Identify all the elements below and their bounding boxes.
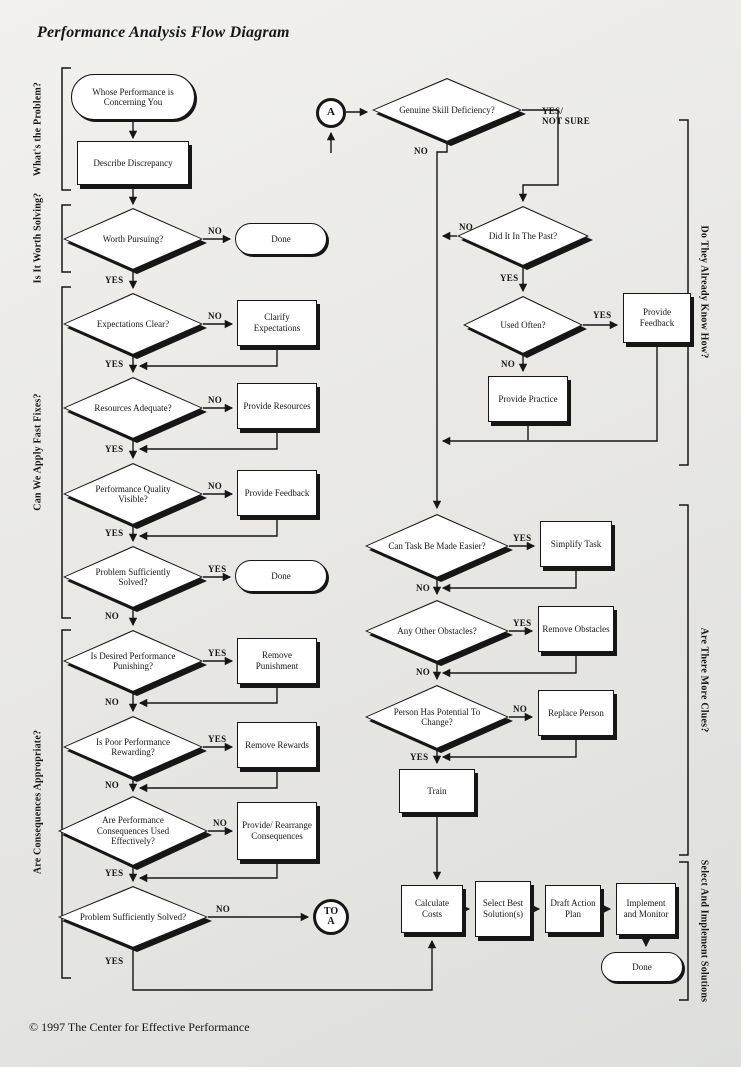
section-label-more-clues: Are There More Clues? xyxy=(698,627,710,733)
node-used-often: Used Often? xyxy=(463,296,587,358)
edge-label-no: NO xyxy=(208,481,223,491)
edge-label-yes: YES xyxy=(513,533,532,543)
node-to-a-connector: TO A xyxy=(313,899,349,935)
edge-label-yes: YES xyxy=(105,444,124,454)
edge-label-no: NO xyxy=(459,222,474,232)
node-train: Train xyxy=(399,769,475,813)
edge-label-yes: YES xyxy=(208,734,227,744)
node-label: Is Desired Performance Punishing? xyxy=(90,650,176,671)
node-remove-punishment: Remove Punishment xyxy=(237,638,317,684)
node-label: Expectations Clear? xyxy=(96,318,170,329)
edge-label-yes: YES xyxy=(500,273,519,283)
node-calculate-costs: Calculate Costs xyxy=(401,885,463,933)
edge-label-yes: YES xyxy=(593,310,612,320)
section-label-fast-fixes: Can We Apply Fast Fixes? xyxy=(32,393,44,511)
edge-label-no: NO xyxy=(414,146,429,156)
node-remove-obstacles: Remove Obstacles xyxy=(538,606,614,652)
node-a-connector: A xyxy=(316,98,346,128)
node-simplify-task: Simplify Task xyxy=(540,521,612,567)
node-done-2: Done xyxy=(235,560,327,592)
node-label: Problem Sufficiently Solved? xyxy=(79,911,187,922)
section-label-whats-the-problem: What's the Problem? xyxy=(32,81,44,177)
section-brackets xyxy=(61,67,689,1001)
node-any-other-obstacles: Any Other Obstacles? xyxy=(365,600,513,666)
node-desired-performance-punishing: Is Desired Performance Punishing? xyxy=(63,630,207,696)
node-describe-discrepancy: Describe Discrepancy xyxy=(77,141,189,185)
edge-label-no: NO xyxy=(513,704,528,714)
node-label: Genuine Skill Deficiency? xyxy=(399,104,495,115)
node-label: Used Often? xyxy=(500,319,546,330)
node-label: Resources Adequate? xyxy=(94,402,172,413)
edge-label-no: NO xyxy=(208,395,223,405)
edge-label-no: NO xyxy=(105,697,120,707)
edge-label-yes: YES xyxy=(105,956,124,966)
node-provide-rearrange-consequences: Provide/ Rearrange Consequences xyxy=(237,802,317,860)
node-consequences-used-effectively: Are Performance Consequences Used Effect… xyxy=(58,796,212,870)
node-done-1: Done xyxy=(235,223,327,255)
edge-label-no: NO xyxy=(208,226,223,236)
section-label-worth-solving: Is It Worth Solving? xyxy=(32,192,44,284)
node-poor-performance-rewarding: Is Poor Performance Rewarding? xyxy=(63,716,207,782)
node-label: Performance Quality Visible? xyxy=(95,483,171,504)
node-label: Any Other Obstacles? xyxy=(397,625,477,636)
edge-label-yes: YES xyxy=(105,359,124,369)
node-done-3: Done xyxy=(601,952,683,982)
node-label: Did It In The Past? xyxy=(488,230,558,241)
section-label-consequences: Are Consequences Appropriate? xyxy=(32,729,44,875)
edge-label-no: NO xyxy=(501,359,516,369)
node-remove-rewards: Remove Rewards xyxy=(237,722,317,768)
section-label-already-know-how: Do They Already Know How? xyxy=(698,225,710,359)
edge-label-yes: YES xyxy=(513,618,532,628)
node-did-it-in-past: Did It In The Past? xyxy=(457,206,593,270)
node-worth-pursuing: Worth Pursuing? xyxy=(63,208,207,274)
edge-label-yes: YES xyxy=(105,868,124,878)
node-label: Problem Sufficiently Solved? xyxy=(95,566,171,587)
edge-label-yes: YES xyxy=(208,648,227,658)
node-label: Can Task Be Made Easier? xyxy=(388,540,486,551)
node-label: Are Performance Consequences Used Effect… xyxy=(96,815,170,847)
node-label: Is Poor Performance Rewarding? xyxy=(96,736,170,757)
edge-label-yes: YES xyxy=(105,275,124,285)
edge-label-no: NO xyxy=(213,818,228,828)
node-replace-person: Replace Person xyxy=(538,690,614,736)
node-resources-adequate: Resources Adequate? xyxy=(63,377,207,443)
edge-label-yes: YES xyxy=(410,752,429,762)
node-label: Person Has Potential To Change? xyxy=(393,706,481,727)
edge-label-yes: YES xyxy=(208,564,227,574)
node-problem-solved-2: Problem Sufficiently Solved? xyxy=(58,886,212,952)
node-genuine-skill-deficiency: Genuine Skill Deficiency? xyxy=(372,78,526,146)
node-draft-action-plan: Draft Action Plan xyxy=(545,885,601,933)
node-clarify-expectations: Clarify Expectations xyxy=(237,300,317,346)
node-provide-feedback-right: Provide Feedback xyxy=(623,293,691,343)
node-select-best-solutions: Select Best Solution(s) xyxy=(475,881,531,937)
edge-label-no: NO xyxy=(105,611,120,621)
node-implement-monitor: Implement and Monitor xyxy=(616,883,676,935)
node-provide-practice: Provide Practice xyxy=(488,376,568,422)
node-problem-solved-1: Problem Sufficiently Solved? xyxy=(63,546,207,612)
edge-label-no: NO xyxy=(105,780,120,790)
page-title: Performance Analysis Flow Diagram xyxy=(37,24,290,41)
section-label-select-implement: Select And Implement Solutions xyxy=(698,859,710,1003)
node-performance-quality-visible: Performance Quality Visible? xyxy=(63,463,207,529)
node-provide-resources: Provide Resources xyxy=(237,383,317,429)
node-expectations-clear: Expectations Clear? xyxy=(63,293,207,359)
flow-arrows xyxy=(128,107,658,991)
edge-label-no: NO xyxy=(416,583,431,593)
copyright-footer: © 1997 The Center for Effective Performa… xyxy=(29,1020,250,1034)
edge-label-yes: YES xyxy=(105,528,124,538)
node-person-potential-change: Person Has Potential To Change? xyxy=(365,685,513,753)
node-provide-feedback-left: Provide Feedback xyxy=(237,470,317,516)
node-can-task-easier: Can Task Be Made Easier? xyxy=(365,514,513,582)
edge-label-no: NO xyxy=(216,904,231,914)
edge-label-no: NO xyxy=(208,311,223,321)
node-whose-performance: Whose Performance is Concerning You xyxy=(71,74,195,120)
edge-label-no: NO xyxy=(416,667,431,677)
edge-label-yes-not-sure: YES/ NOT SURE xyxy=(542,106,590,127)
node-label: Worth Pursuing? xyxy=(102,233,164,244)
